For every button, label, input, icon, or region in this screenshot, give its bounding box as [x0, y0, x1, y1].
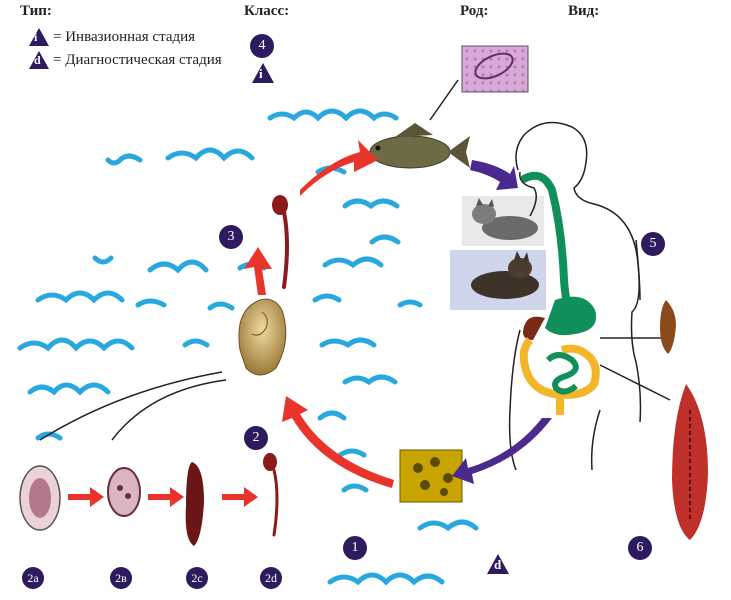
adult-fluke-icon — [672, 384, 708, 540]
legend-diagnostic: d = Диагностическая стадия — [27, 52, 222, 69]
cat-icon — [462, 196, 544, 246]
header-type: Тип: — [20, 3, 52, 19]
snail-icon — [238, 298, 287, 376]
purple-arrows — [452, 160, 552, 484]
redia-icon — [185, 462, 204, 546]
stage-badge-1: 1 — [343, 536, 367, 560]
metacercaria-icon — [660, 300, 676, 354]
stage-badge-2b: 2в — [110, 567, 132, 589]
human-silhouette-icon — [508, 121, 642, 471]
header-species: Вид: — [568, 3, 600, 19]
legend-diagnostic-label: = Диагностическая стадия — [53, 52, 222, 68]
red-arrows — [68, 140, 394, 507]
stage-badge-5: 5 — [641, 232, 665, 256]
digestive-tract-icon — [519, 171, 600, 415]
wolf-icon — [450, 250, 546, 310]
legend-infective-label: = Инвазионная стадия — [53, 29, 196, 45]
stage-badge-2: 2 — [244, 426, 268, 450]
d-marker: d — [494, 557, 502, 572]
header-genus: Род: — [460, 3, 489, 19]
miracidium-icon — [19, 465, 61, 531]
sporocyst-icon — [107, 467, 141, 517]
stage-badge-2c: 2c — [186, 567, 208, 589]
water-waves — [17, 108, 479, 586]
stage-badge-6: 6 — [628, 536, 652, 560]
microscope-inset-icon — [461, 45, 529, 93]
legend-diagnostic-symbol: d — [34, 53, 41, 67]
i-marker: i — [259, 66, 263, 81]
d-marker-triangle — [487, 554, 509, 574]
stage-badge-2a: 2a — [22, 567, 44, 589]
egg-icon — [399, 449, 463, 503]
legend-diagnostic-triangle — [29, 51, 49, 69]
cercaria-icon — [272, 195, 289, 289]
header-class: Класс: — [244, 3, 290, 19]
legend-infective-symbol: i — [34, 30, 38, 44]
i-marker-triangle — [252, 63, 274, 83]
legend-infective: i = Инвазионная стадия — [27, 29, 195, 46]
stage-badge-4: 4 — [250, 34, 274, 58]
legend-infective-triangle — [29, 28, 49, 46]
stage-badge-3: 3 — [219, 225, 243, 249]
fish-icon — [369, 123, 470, 169]
stage-badge-2d: 2d — [260, 567, 282, 589]
cercaria-small-icon — [263, 453, 279, 537]
